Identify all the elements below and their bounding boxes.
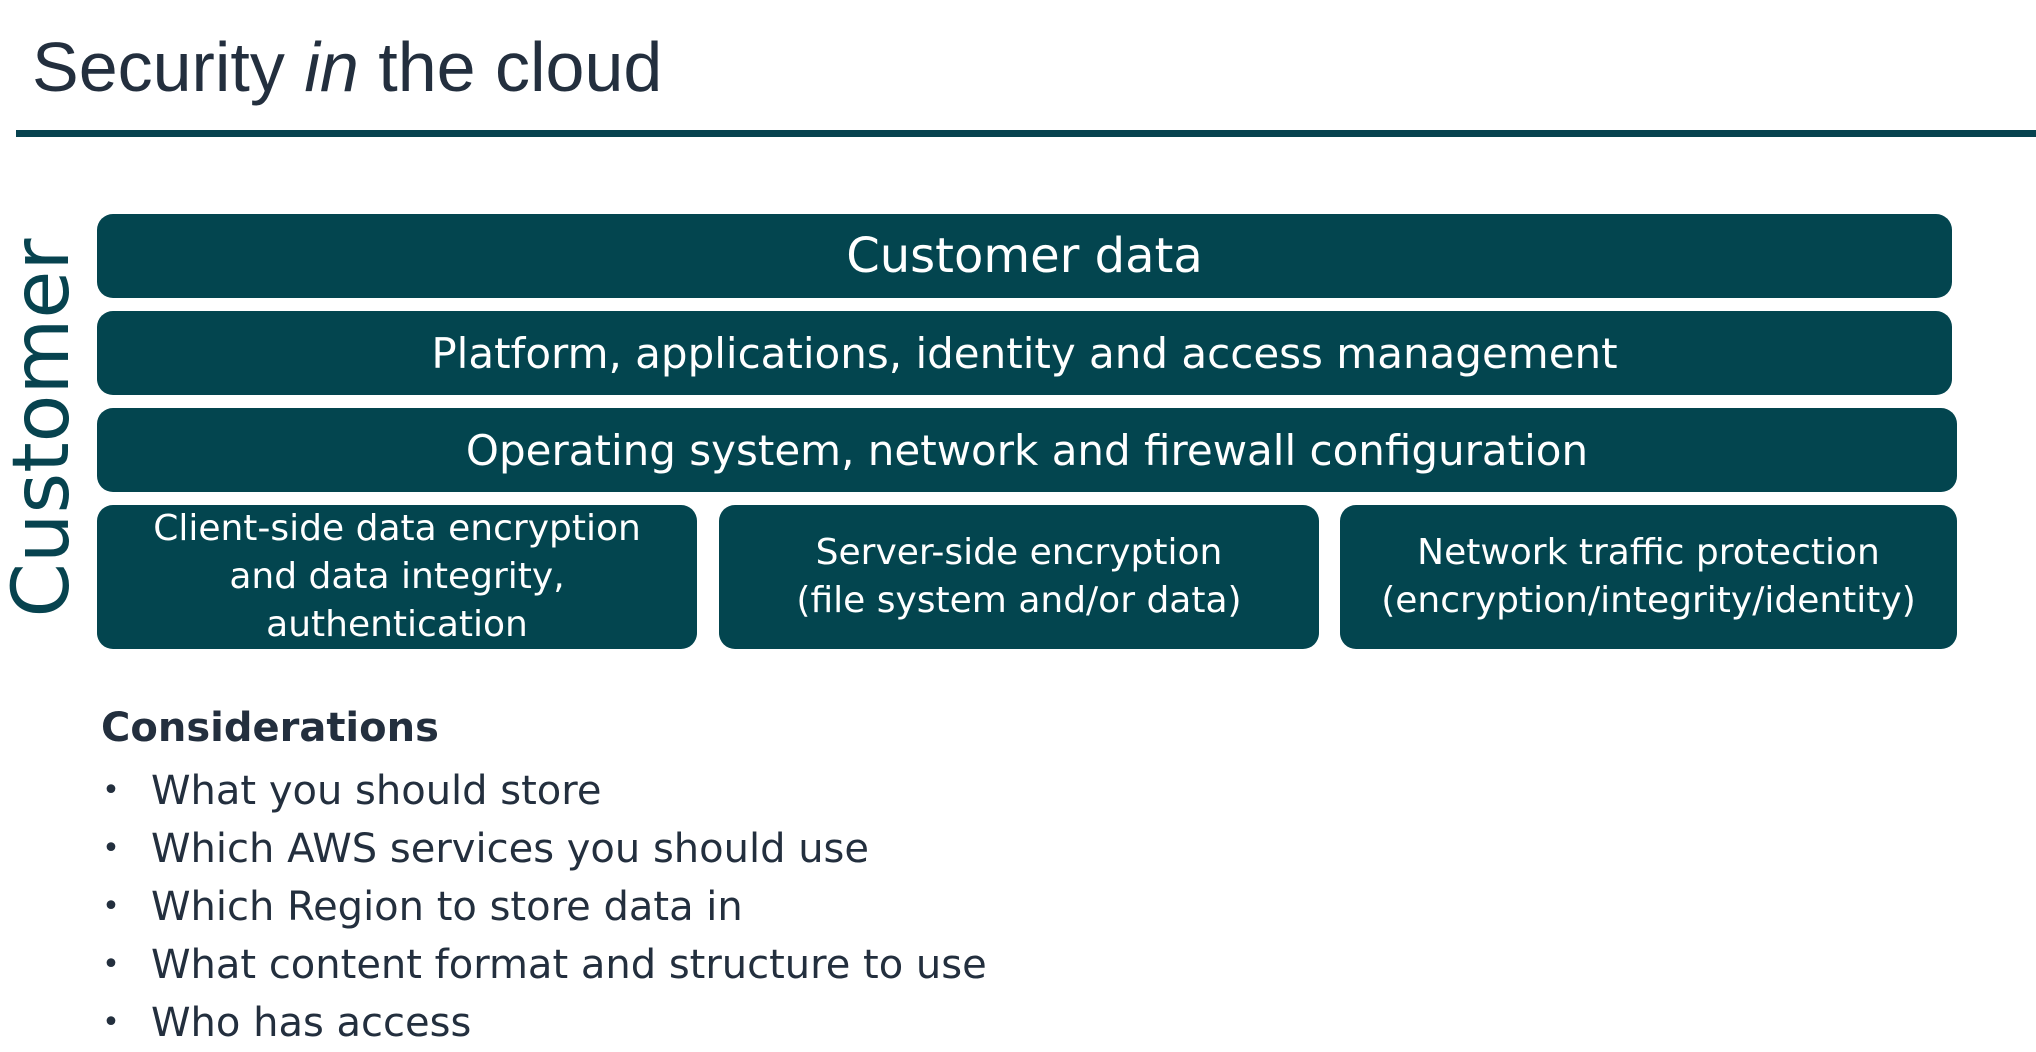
list-item-text: Which AWS services you should use (151, 826, 869, 872)
list-item: • Who has access (101, 994, 987, 1052)
list-item: • Which AWS services you should use (101, 820, 987, 878)
list-item-text: Who has access (151, 1000, 472, 1046)
list-item-text: What content format and structure to use (151, 942, 987, 988)
layer-customer-data: Customer data (97, 214, 1952, 298)
box-line: authentication (266, 604, 528, 645)
box-client-side-encryption: Client-side data encryption and data int… (97, 505, 697, 649)
layer-platform-applications: Platform, applications, identity and acc… (97, 311, 1952, 395)
list-item: • What you should store (101, 762, 987, 820)
box-server-side-encryption: Server-side encryption (file system and/… (719, 505, 1319, 649)
layer-operating-system-network: Operating system, network and firewall c… (97, 408, 1957, 492)
list-item-text: Which Region to store data in (151, 884, 743, 930)
list-item: • Which Region to store data in (101, 878, 987, 936)
bullet-icon: • (102, 1005, 120, 1040)
box-line: (file system and/or data) (796, 580, 1242, 621)
customer-side-label: Customer (0, 238, 87, 618)
box-line: (encryption/integrity/identity) (1381, 580, 1916, 621)
considerations-list: • What you should store • Which AWS servic… (101, 762, 987, 1052)
considerations-heading: Considerations (101, 705, 439, 751)
bullet-icon: • (102, 889, 120, 924)
considerations-section: Considerations • What you should store • W… (101, 700, 987, 1052)
slide-title: Security in the cloud (32, 22, 662, 112)
bullet-icon: • (102, 947, 120, 982)
title-divider (16, 130, 2036, 137)
box-network-traffic-protection: Network traffic protection (encryption/i… (1340, 505, 1957, 649)
box-line: Server-side encryption (815, 532, 1223, 573)
box-line: and data integrity, (229, 556, 565, 597)
list-item: • What content format and structure to us… (101, 936, 987, 994)
box-line: Client-side data encryption (153, 508, 641, 549)
box-line: Network traffic protection (1417, 532, 1880, 573)
slide-title-prefix: Security (32, 28, 305, 106)
bullet-icon: • (102, 831, 120, 866)
list-item-text: What you should store (151, 768, 602, 814)
bullet-icon: • (102, 773, 120, 808)
slide-title-suffix: the cloud (358, 28, 663, 106)
slide-title-emphasis: in (304, 28, 359, 106)
